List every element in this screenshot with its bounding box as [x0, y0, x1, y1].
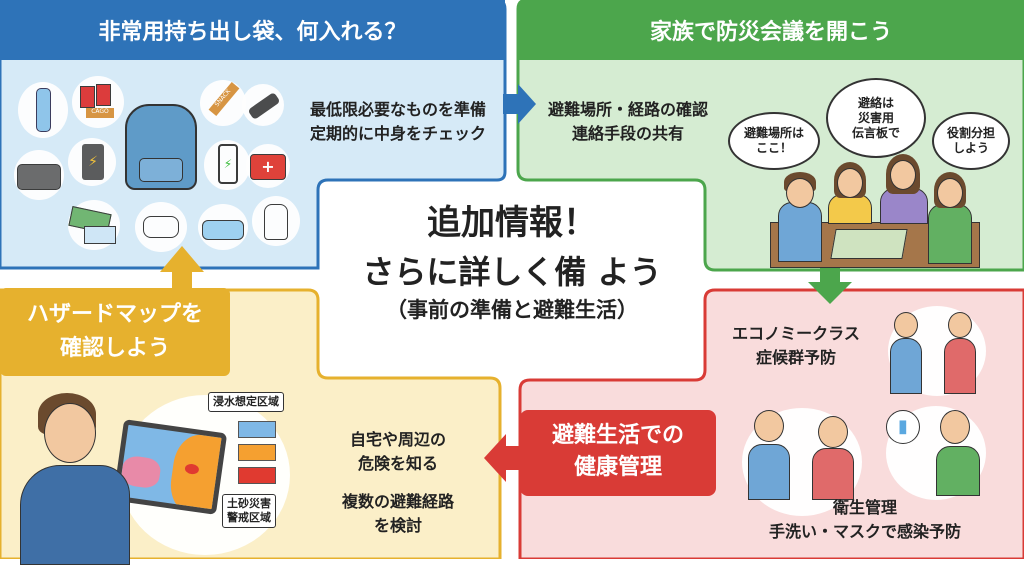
radio-icon — [14, 150, 64, 200]
text-line: 最低限必要なものを準備 — [309, 100, 486, 119]
emergency-bag-header: 非常用持ち出し袋、何入れる？ — [98, 20, 407, 45]
arrow-up-icon — [160, 246, 204, 292]
wet-wipes-icon — [198, 204, 248, 250]
title-line: 追加情報！ — [427, 203, 597, 243]
cash-and-id-icon — [68, 200, 120, 250]
legend-line: 土砂災害 — [227, 497, 271, 510]
hazard-header-box — [0, 288, 230, 376]
speech-bubble: 役割分担 しよう — [932, 112, 1010, 170]
blue-panel-header — [0, 0, 505, 60]
smartphone-icon: ⚡ — [204, 140, 250, 190]
cargo-label: CAGO — [86, 108, 114, 118]
text-line: 衛生管理 — [832, 498, 897, 517]
family-meeting-text: 避難場所・経路の確認 連絡手段の共有 — [538, 98, 718, 146]
mask-icon — [135, 202, 187, 252]
economy-class-text: エコノミークラス 症候群予防 — [726, 322, 866, 370]
hazard-text-1: 自宅や周辺の 危険を知る — [318, 428, 478, 476]
center-title: 追加情報！ さらに詳しく備 よう （事前の準備と避難生活） — [318, 200, 706, 326]
legend-swatch-orange — [238, 444, 276, 461]
hazard-text-2: 複数の避難経路 を検討 — [318, 490, 478, 538]
speech-bubble: 避難場所は ここ！ — [728, 112, 820, 170]
subtitle: （事前の準備と避難生活） — [386, 298, 638, 322]
family-meeting-header: 家族で防災会議を開こう — [649, 20, 892, 45]
arrow-left-icon — [484, 434, 522, 482]
legend-landslide-label: 土砂災害 警戒区域 — [222, 494, 276, 528]
snack-bars-icon: SNACK — [200, 80, 246, 126]
text-line: 自宅や周辺の — [349, 430, 446, 449]
backpack-icon — [125, 104, 197, 190]
legend-line: 警戒区域 — [227, 511, 271, 524]
text-line: エコノミークラス — [732, 324, 860, 343]
arrow-down-icon — [808, 268, 852, 304]
title-line: さらに詳しく備 よう — [362, 253, 662, 291]
text-line: 症候群予防 — [755, 348, 836, 367]
snack-label: SNACK — [208, 81, 240, 117]
health-header: 避難生活での 健康管理 — [520, 420, 716, 484]
legend-swatch-blue — [238, 421, 276, 438]
map-icon — [830, 229, 908, 259]
power-bank-icon: ⚡ — [68, 138, 116, 186]
text-line: 定期的に中身をチェック — [309, 124, 486, 143]
legend-flood-label: 浸水想定区域 — [208, 392, 284, 412]
health-header-box — [520, 410, 716, 496]
flashlight-icon — [242, 84, 284, 126]
text-line: 複数の避難経路 — [341, 492, 454, 511]
header-line: 確認しよう — [59, 336, 170, 361]
hygiene-text: 衛生管理 手洗い・マスクで感染予防 — [730, 496, 1000, 544]
text-line: 危険を知る — [357, 454, 438, 473]
speech-bubble: 避絡は 災害用 伝言板で — [826, 78, 926, 158]
header-line: 避難生活での — [551, 423, 684, 448]
text-line: 連絡手段の共有 — [571, 124, 684, 143]
hazard-map-header: ハザードマップを 確認しよう — [0, 298, 230, 366]
legend-swatch-red — [238, 467, 276, 484]
canned-food-icon: CAGO — [72, 76, 124, 128]
water-bottle-icon — [18, 82, 68, 138]
header-line: 健康管理 — [573, 455, 662, 480]
emergency-bag-text: 最低限必要なものを準備 定期的に中身をチェック — [288, 98, 508, 146]
hand-sanitizer-icon: ▮ — [886, 410, 920, 444]
first-aid-kit-icon: + — [246, 144, 290, 188]
text-line: 手洗い・マスクで感染予防 — [768, 522, 961, 541]
arrow-right-icon — [503, 84, 536, 124]
header-line: ハザードマップを — [26, 302, 203, 327]
portable-toilet-icon — [252, 196, 300, 246]
text-line: を検討 — [373, 516, 422, 535]
text-line: 避難場所・経路の確認 — [547, 100, 708, 119]
